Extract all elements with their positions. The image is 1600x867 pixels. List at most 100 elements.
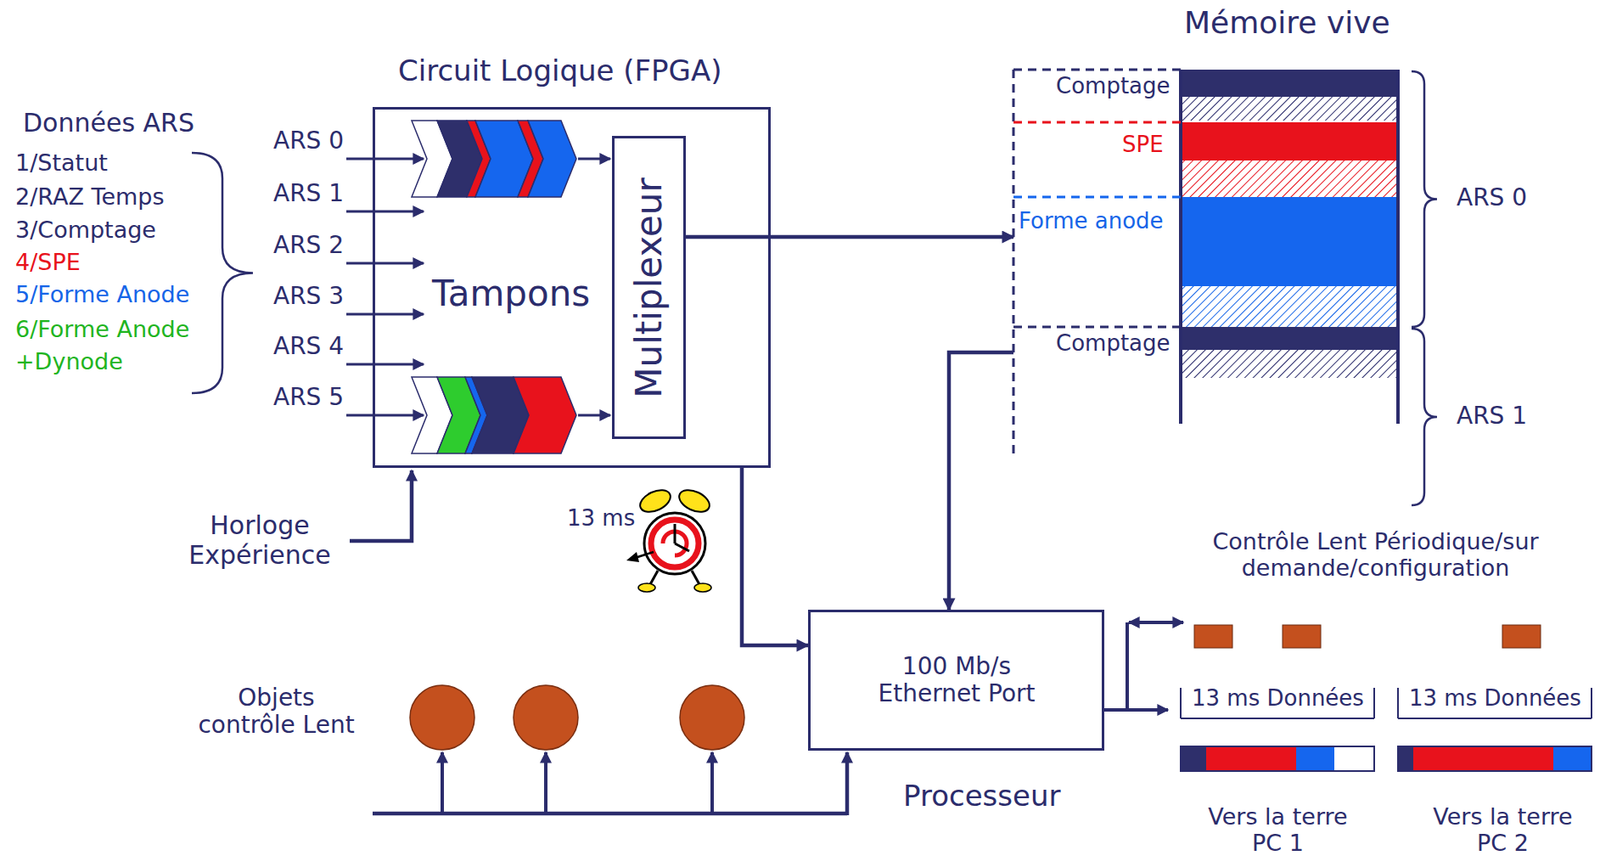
label-text: 13 ms (567, 505, 635, 532)
curly-brace (1411, 71, 1438, 327)
buffer-arrow (578, 414, 611, 417)
data-segment (1296, 746, 1335, 771)
curly-brace (191, 152, 253, 393)
label-text: 2/RAZ Temps (15, 183, 165, 210)
label-text: 4/SPE (15, 248, 81, 276)
bus-arrow (710, 752, 714, 814)
multiplexer-label: Multiplexeur (628, 177, 669, 398)
memory-free (1180, 160, 1398, 197)
output-arrow (1104, 707, 1168, 712)
label-text: ARS 2 (273, 231, 344, 259)
slow-control-packet (1282, 624, 1321, 648)
slow-control-packet (1194, 624, 1233, 648)
data-segment (1180, 746, 1207, 771)
connector (685, 235, 1014, 240)
memory-band (1180, 122, 1398, 161)
label-text: ARS 1 (1456, 402, 1528, 430)
label-text: 13 ms Données (1191, 685, 1365, 712)
memory-map (1013, 69, 1438, 506)
data-segment (1553, 746, 1592, 771)
memory-marker (1013, 121, 1181, 124)
label-text: Forme anode (1018, 208, 1164, 235)
input-arrow (346, 414, 424, 417)
data-segment (1334, 746, 1375, 771)
input-arrow (346, 313, 424, 316)
label-text: ARS 0 (1456, 184, 1528, 212)
slow-control-packet (1502, 624, 1541, 648)
clock-bell (675, 485, 713, 517)
label-text: Comptage (1055, 73, 1171, 100)
label-text: ARS 1 (273, 179, 344, 208)
connector (948, 352, 1014, 610)
data-segment (1413, 746, 1554, 771)
memory-band (1180, 69, 1398, 97)
memory-marker (1013, 68, 1181, 72)
memory-marker (1013, 325, 1181, 329)
clock-face (644, 512, 706, 574)
output-arrow (1128, 620, 1184, 624)
connector (741, 467, 809, 646)
buffer-slot (527, 120, 577, 197)
bus-arrow (845, 752, 850, 815)
label-text: 6/Forme Anode +Dynode (15, 313, 196, 378)
fpga-box: Circuit Logique (FPGA)TamponsMultiplexeu… (372, 106, 771, 468)
memory-heading: Mémoire vive (1184, 5, 1391, 40)
label-text: Vers la terre PC 2 (1430, 802, 1576, 856)
buffer-arrow (578, 157, 611, 161)
memory-band (1180, 326, 1398, 350)
input-arrow (346, 210, 424, 214)
buffer-queue (411, 376, 577, 454)
clock-bell (636, 485, 674, 517)
clock-hand (673, 523, 677, 544)
data-segment (1206, 746, 1297, 771)
clock-foot (694, 583, 712, 592)
multiplexer-box: Multiplexeur (611, 135, 686, 439)
slow-control-object (409, 684, 475, 750)
box-heading: Circuit Logique (FPGA) (398, 54, 722, 88)
alarm-clock-icon (626, 485, 713, 592)
data-frame (1397, 746, 1592, 771)
output-wire (1125, 622, 1129, 712)
data-segment (1397, 746, 1414, 771)
label-text: ARS 4 (273, 332, 344, 360)
slow-control-bus (372, 684, 848, 815)
input-arrow (346, 262, 424, 265)
bus-arrow (544, 752, 548, 814)
memory-free (1180, 96, 1398, 121)
label-text: ARS 5 (273, 383, 344, 411)
clock-hand (674, 543, 690, 551)
port-text: 100 Mb/s Ethernet Port (875, 652, 1039, 708)
label-text: 5/Forme Anode (15, 280, 190, 308)
data-frame (1180, 746, 1375, 771)
label-text: ARS 3 (273, 282, 344, 310)
label-text: Horloge Expérience (185, 510, 334, 570)
label-text: Données ARS (22, 108, 195, 139)
processor-outputs (1104, 622, 1592, 771)
label-text: 13 ms Données (1409, 685, 1582, 712)
memory-marker (1013, 196, 1181, 199)
slow-control-object (679, 684, 745, 750)
clock-foot (638, 583, 656, 592)
memory-band (1180, 196, 1398, 287)
clock-arrow-head (626, 551, 640, 562)
label-text: Vers la terre PC 1 (1205, 802, 1351, 856)
input-arrow (346, 363, 424, 366)
buffer-title: Tampons (432, 273, 590, 315)
label-text: Comptage (1055, 331, 1171, 357)
processor-box: 100 Mb/s Ethernet PortProcesseur (808, 609, 1105, 751)
memory-region: Mémoire vive (1013, 69, 1398, 455)
clock-wire (349, 470, 412, 541)
buffer-queue (411, 120, 577, 197)
label-text: Objets contrôle Lent (195, 684, 358, 739)
curly-brace (1411, 328, 1438, 506)
bus-arrow (440, 752, 444, 814)
clock-ring (651, 519, 699, 568)
label-text: Contrôle Lent Périodique/sur demande/con… (1209, 527, 1542, 581)
memory-free (1180, 286, 1398, 327)
label-text: 1/Statut (15, 149, 108, 176)
label-text: 3/Comptage (15, 216, 157, 243)
memory-dashed-edge (1012, 69, 1016, 455)
memory-wall (1396, 69, 1400, 424)
label-text: ARS 0 (273, 127, 344, 155)
